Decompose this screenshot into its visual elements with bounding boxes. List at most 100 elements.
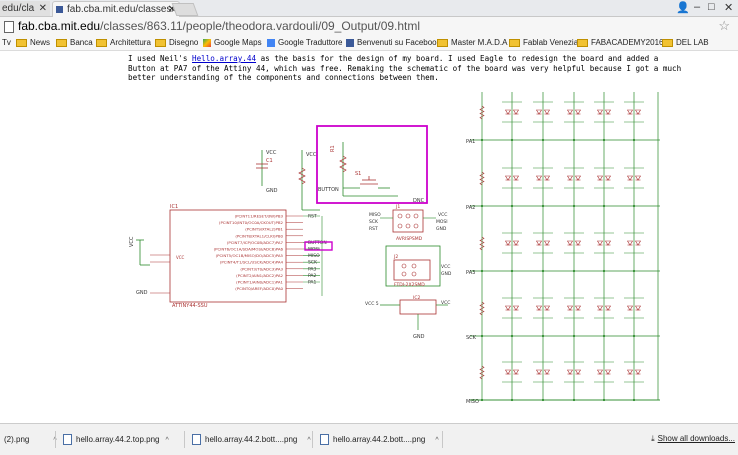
ic1-pin-name: (PCINT9/XTAL2)PB1 xyxy=(245,227,283,232)
bookmark-facebook[interactable]: Benvenuti su Faceboo xyxy=(346,38,437,47)
junction-dot xyxy=(572,138,576,142)
j2-label: J2 xyxy=(393,254,398,260)
tab-previous[interactable]: edu/cla ✕ xyxy=(0,1,50,16)
junction-dot xyxy=(480,204,484,208)
avr-vcc-label: VCC xyxy=(438,212,447,218)
ic1-pin-name: (PCINT6/OC1A/SDA/MOSI/ADC6)PA6 xyxy=(214,247,284,252)
bookmark-label: Disegno xyxy=(169,38,199,47)
show-all-label: Show all downloads... xyxy=(657,434,735,443)
led-symbol xyxy=(535,305,543,311)
led-symbol xyxy=(504,109,512,115)
download-item[interactable]: hello.array.44.2.bott....png^ xyxy=(192,430,311,449)
close-icon[interactable]: ✕ xyxy=(167,4,176,15)
show-all-downloads-link[interactable]: ⤓Show all downloads... xyxy=(651,434,735,444)
gnd-label-ic: GND xyxy=(136,290,148,296)
new-tab-button[interactable] xyxy=(171,3,199,16)
matrix-resistor xyxy=(479,105,485,120)
led-symbol xyxy=(634,175,642,181)
ic2-label: IC2 xyxy=(413,295,420,301)
bookmark-del-lab[interactable]: DEL LAB xyxy=(662,38,709,47)
capacitor-c1: VCC C1 GND xyxy=(256,150,278,194)
bookmark-google-maps[interactable]: Google Maps xyxy=(203,38,262,47)
address-bar[interactable]: fab.cba.mit.edu/classes/863.11/people/th… xyxy=(0,17,738,36)
divider xyxy=(184,431,185,448)
tab-active[interactable]: fab.cba.mit.edu/classes/8 ✕ xyxy=(52,1,180,17)
regulator-ic2: IC2 VCC 5 VCC GND xyxy=(365,295,450,340)
bookmark-fabacademy2016[interactable]: FABACADEMY2016 xyxy=(577,38,663,47)
led-symbol xyxy=(596,369,604,375)
avrisp-header: J1 AVRISPSMD MISO SCK RST VCC MOSI GND xyxy=(369,204,448,242)
bookmark-news[interactable]: News xyxy=(16,38,50,47)
downloads-bar: (2).png^ hello.array.44.2.top.png^ hello… xyxy=(0,423,738,455)
bookmark-label: Architettura xyxy=(110,38,151,47)
para-text-after: as the basis for the design of my board.… xyxy=(128,54,682,82)
led-symbol xyxy=(543,240,551,246)
led-symbol xyxy=(574,109,582,115)
close-icon[interactable]: ✕ xyxy=(38,3,47,14)
led-symbol xyxy=(535,240,543,246)
dnc-label: DNC xyxy=(413,198,425,204)
bookmark-google-traduttore[interactable]: Google Traduttore xyxy=(267,38,342,47)
download-item[interactable]: (2).png^ xyxy=(4,430,57,449)
net-label: SCK xyxy=(308,260,318,266)
junction-dot xyxy=(510,334,514,338)
bookmark-label: News xyxy=(30,38,51,47)
matrix-row-label: PA2 xyxy=(466,205,475,211)
led-symbol xyxy=(535,175,543,181)
reset-resistor: VCC xyxy=(298,150,320,211)
download-item[interactable]: hello.array.44.2.bott....png^ xyxy=(320,430,439,449)
bookmark-banca[interactable]: Banca xyxy=(56,38,93,47)
hello-array-link[interactable]: Hello.array.44 xyxy=(192,54,257,63)
led-symbol xyxy=(604,175,612,181)
divider xyxy=(442,431,443,448)
window-close-icon[interactable]: ✕ xyxy=(724,2,734,14)
user-icon[interactable]: 👤 xyxy=(676,2,690,14)
ic1-pin-name: (PCINT11/RESET/dW)PB3 xyxy=(235,214,284,219)
led-symbol xyxy=(566,175,574,181)
bookmarks-bar: Tv News Banca Architettura Disegno Googl… xyxy=(0,36,738,51)
ic1-pin-name: (PCINT4/T1/SCL/USCK/ADC4)PA4 xyxy=(220,260,284,265)
chevron-up-icon[interactable]: ^ xyxy=(435,437,439,444)
chevron-up-icon[interactable]: ^ xyxy=(307,437,311,444)
maximize-icon[interactable]: □ xyxy=(708,1,715,13)
avr-gnd-label: GND xyxy=(436,226,447,232)
bookmark-label: Benvenuti su Faceboo xyxy=(357,38,437,47)
folder-icon xyxy=(96,38,107,47)
folder-icon xyxy=(662,38,673,47)
chevron-up-icon[interactable]: ^ xyxy=(165,437,169,444)
ic1-pin-name: (PCINT10/INT0/OC0A/CKOUT)PB2 xyxy=(219,220,284,225)
bookmark-label: DEL LAB xyxy=(676,38,709,47)
page-content: I used Neil's Hello.array.44 as the basi… xyxy=(0,51,738,423)
led-symbol xyxy=(604,369,612,375)
ic1-pin-name: (PCINT1/AIN0/ADC1)PA1 xyxy=(236,280,283,285)
para-text-before: I used Neil's xyxy=(128,54,193,63)
download-item[interactable]: hello.array.44.2.top.png^ xyxy=(63,430,169,449)
bookmark-label: Google Traduttore xyxy=(278,38,343,47)
tab-strip: edu/cla ✕ fab.cba.mit.edu/classes/8 ✕ 👤 … xyxy=(0,0,738,17)
led-symbol xyxy=(566,109,574,115)
button-circuit: R1 S1 BUTTON DNC xyxy=(318,142,425,204)
led-symbol xyxy=(596,109,604,115)
led-symbol xyxy=(512,175,520,181)
led-symbol xyxy=(604,109,612,115)
ic1-pin-name: (PCINT3/T0/ADC3)PA3 xyxy=(240,266,283,271)
junction-dot xyxy=(632,138,636,142)
minimize-icon[interactable]: – xyxy=(694,1,701,13)
bookmark-architettura[interactable]: Architettura xyxy=(96,38,151,47)
junction-dot xyxy=(602,138,606,142)
junction-dot xyxy=(572,334,576,338)
led-symbol xyxy=(626,369,634,375)
matrix-resistor xyxy=(479,301,485,316)
bookmark-label: Master M.A.D.A xyxy=(451,38,508,47)
led-symbol xyxy=(512,305,520,311)
bookmark-master-mada[interactable]: Master M.A.D.A xyxy=(437,38,507,47)
junction-dot xyxy=(541,204,545,208)
bookmark-disegno[interactable]: Disegno xyxy=(155,38,198,47)
url-text[interactable]: fab.cba.mit.edu/classes/863.11/people/th… xyxy=(18,19,420,33)
bookmark-tv[interactable]: Tv xyxy=(2,38,11,47)
bookmark-star-icon[interactable]: ☆ xyxy=(718,18,730,33)
folder-icon xyxy=(577,38,588,47)
bookmark-fablab-venezia[interactable]: Fablab Venezia xyxy=(509,38,578,47)
matrix-row-label: PA1 xyxy=(466,139,475,145)
url-path: /classes/863.11/people/theodora.vardouli… xyxy=(100,19,421,33)
